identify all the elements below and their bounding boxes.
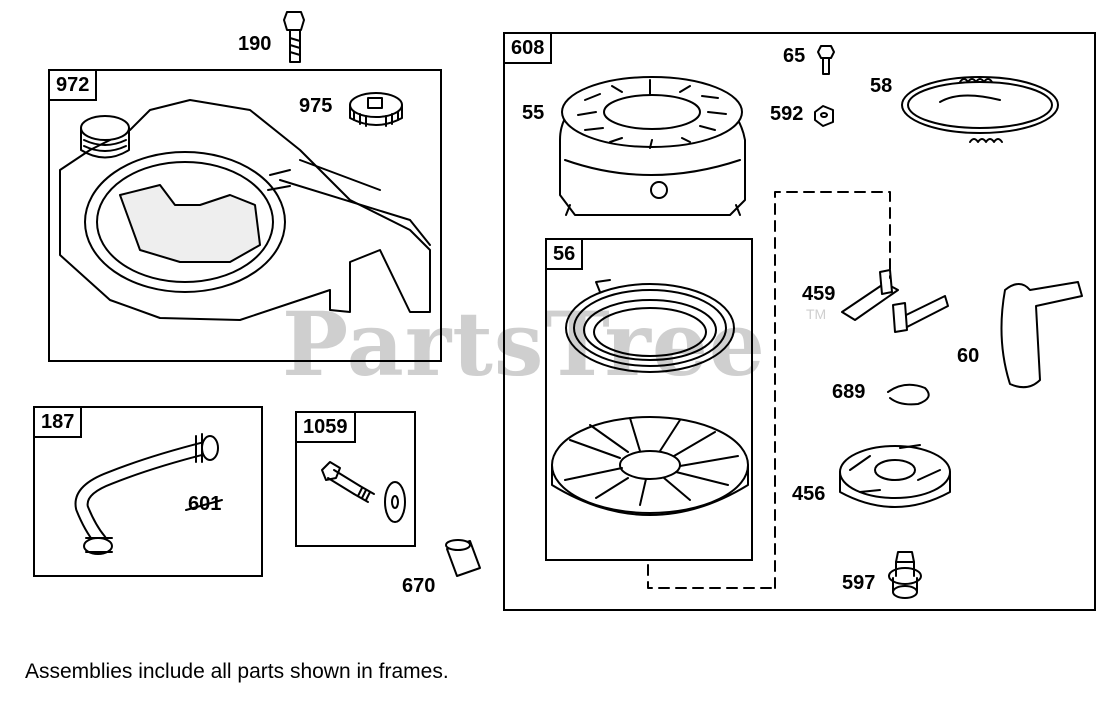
watermark-trademark: TM	[806, 306, 827, 322]
retainer-689-icon	[887, 383, 930, 406]
leader-601	[185, 499, 223, 511]
part-55-label: 55	[522, 102, 545, 124]
pulley-56-icon	[551, 416, 749, 516]
watermark: PartsTree	[282, 292, 766, 396]
part-60-label: 60	[957, 345, 980, 367]
spacer-670-icon	[445, 539, 481, 577]
bolt-190-icon	[283, 11, 305, 63]
frame-608-label: 608	[505, 34, 553, 64]
blower-housing-55-icon	[559, 76, 746, 216]
part-456-label: 456	[792, 483, 826, 505]
part-459-label: 459	[802, 283, 836, 305]
part-592-label: 592	[770, 103, 804, 125]
frame-1059-label: 1059	[297, 413, 356, 443]
fuel-line-601-icon	[74, 433, 219, 555]
frame-1059: 1059	[295, 411, 416, 547]
bolt-1059-icon	[321, 461, 406, 523]
frame-56: 56	[545, 238, 753, 561]
part-58-label: 58	[870, 75, 893, 97]
part-65-label: 65	[783, 45, 806, 67]
pawl-459-icon	[841, 269, 949, 333]
part-670-label: 670	[402, 575, 436, 597]
frame-187: 187	[33, 406, 263, 577]
frame-608: 608	[503, 32, 1096, 611]
part-190-label: 190	[238, 33, 272, 55]
fuel-tank-972-icon	[59, 99, 431, 321]
assembly-leader-lines	[647, 191, 891, 589]
part-689-label: 689	[832, 381, 866, 403]
screw-597-icon	[888, 551, 922, 599]
frame-972-label: 972	[50, 71, 98, 101]
starter-cup-456-icon	[839, 444, 951, 508]
frame-187-label: 187	[35, 408, 83, 438]
nut-592-icon	[814, 105, 834, 127]
frame-56-label: 56	[547, 240, 584, 270]
starter-rope-58-icon	[901, 76, 1059, 143]
gas-cap-975-icon	[349, 92, 403, 127]
handle-60-icon	[1000, 281, 1083, 389]
part-597-label: 597	[842, 572, 876, 594]
recoil-spring-56-icon	[565, 279, 735, 373]
frame-972: 972	[48, 69, 442, 362]
bolt-65-icon	[817, 45, 835, 75]
footnote: Assemblies include all parts shown in fr…	[25, 660, 449, 683]
part-975-label: 975	[299, 95, 333, 117]
part-601-label: 601	[188, 493, 222, 515]
